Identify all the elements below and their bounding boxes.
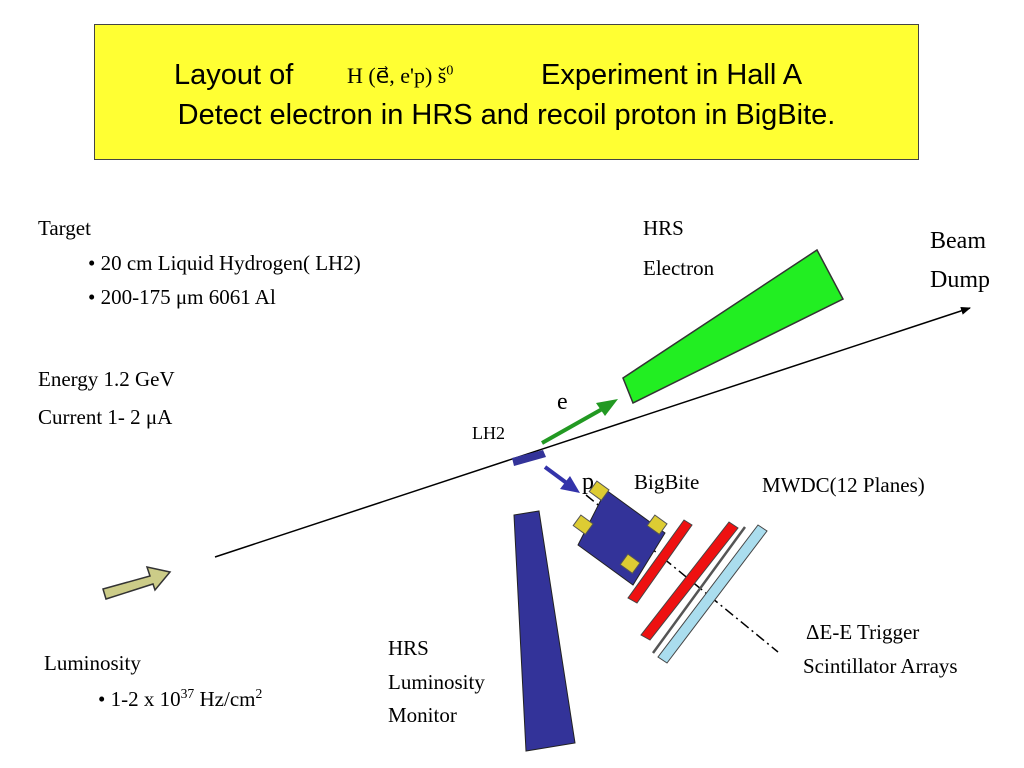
beam-current: Current 1- 2 μA	[38, 405, 173, 429]
lumi-monitor-label-line1: HRS	[388, 636, 429, 660]
title-suffix: Experiment in Hall A	[541, 59, 803, 91]
mwdc-chamber-2	[640, 521, 739, 641]
hrs-electron-label-line2: Electron	[643, 256, 715, 280]
mwdc-label: MWDC(12 Planes)	[762, 473, 925, 497]
hrs-luminosity-monitor	[513, 510, 576, 752]
beam-dump-label-line2: Dump	[930, 267, 990, 293]
incoming-beam-arrow	[102, 565, 172, 600]
luminosity-value: • 1-2 x 1037 Hz/cm2	[98, 686, 263, 711]
title-prefix: Layout of	[174, 59, 294, 91]
beam-dump-label-line1: Beam	[930, 228, 986, 254]
electron-track-line	[541, 406, 605, 445]
de-trigger-plane	[651, 526, 747, 654]
lumi-monitor-label-line2: Luminosity	[388, 670, 485, 694]
target-label: LH2	[472, 423, 505, 443]
electron-label: e	[557, 389, 568, 415]
proton-label: p	[582, 469, 594, 495]
hrs-electron-spectrometer	[622, 248, 845, 405]
mwdc-chamber-1	[627, 519, 693, 604]
bigbite-label: BigBite	[634, 470, 700, 494]
lumi-monitor-label-line3: Monitor	[388, 703, 457, 727]
target-item-lh2: • 20 cm Liquid Hydrogen( LH2)	[88, 251, 361, 275]
beam-line	[214, 307, 971, 558]
trigger-label-line1: ΔE-E Trigger	[806, 620, 920, 644]
electron-arrow-head	[596, 399, 618, 416]
bigbite-magnet	[572, 480, 668, 586]
luminosity-heading: Luminosity	[44, 651, 141, 675]
trigger-label-line2: Scintillator Arrays	[803, 654, 958, 678]
hrs-electron-label-line1: HRS	[643, 216, 684, 240]
target-heading: Target	[38, 216, 91, 240]
proton-arrow-head	[560, 476, 580, 493]
title-line-2: Detect electron in HRS and recoil proton…	[177, 99, 836, 131]
reaction-formula: H (e⃗, e'p) š0	[347, 63, 454, 88]
beam-energy: Energy 1.2 GeV	[38, 367, 175, 391]
target-item-al: • 200-175 μm 6061 Al	[88, 285, 276, 309]
lh2-target	[512, 450, 546, 466]
scintillator-array	[657, 524, 768, 664]
proton-track-line	[543, 465, 570, 486]
title-box: Layout of H (e⃗, e'p) š0 Experiment in H…	[94, 24, 919, 160]
